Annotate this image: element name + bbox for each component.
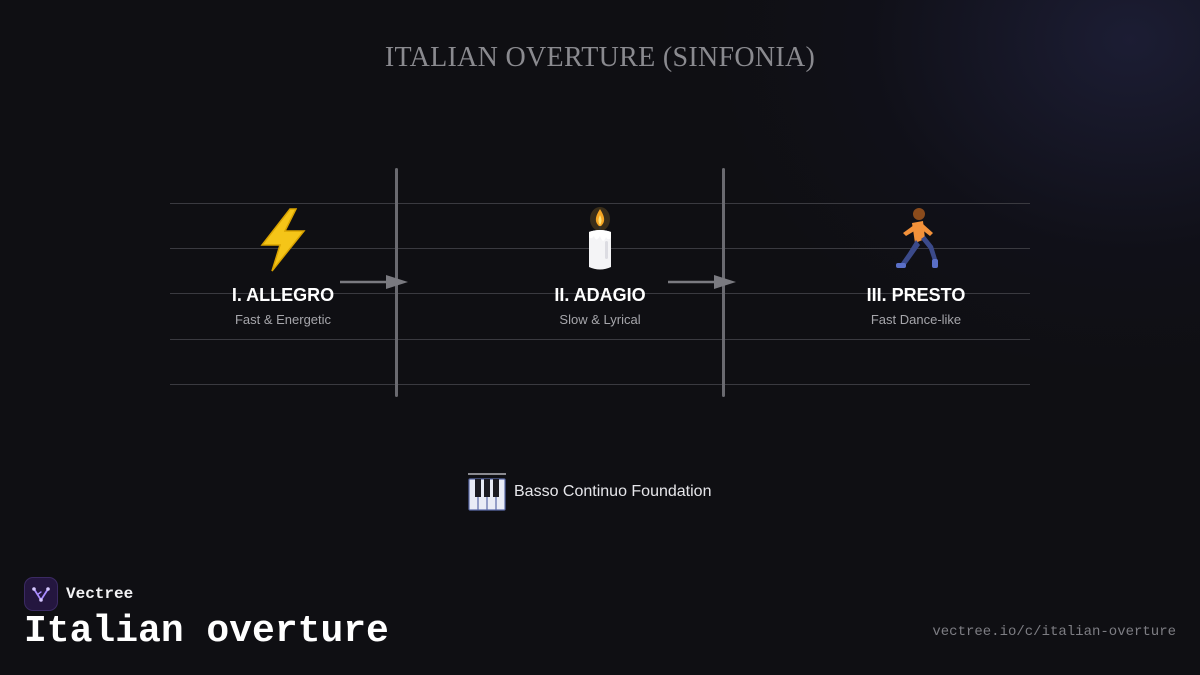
- page-title: Italian overture: [24, 610, 389, 653]
- staff-line: [170, 203, 1030, 204]
- foundation-label: Basso Continuo Foundation: [514, 483, 712, 500]
- movement-name: II. ADAGIO: [554, 285, 646, 305]
- movement-name: III. PRESTO: [866, 285, 966, 305]
- staff-line: [170, 293, 1030, 294]
- movement-description: Fast Dance-like: [870, 312, 962, 327]
- lightning-icon: [173, 205, 393, 275]
- movement-name: I. ALLEGRO: [231, 285, 335, 305]
- movement-allegro: I. ALLEGRO Fast & Energetic: [173, 205, 393, 327]
- movement-adagio: II. ADAGIO Slow & Lyrical: [490, 205, 710, 327]
- movement-description: Slow & Lyrical: [559, 312, 641, 327]
- basso-continuo-foundation: Basso Continuo Foundation: [468, 472, 711, 512]
- runner-icon: [806, 205, 1026, 275]
- vectree-logo-icon: [24, 577, 58, 611]
- arrow-right-icon: [340, 275, 408, 289]
- movement-presto: III. PRESTO Fast Dance-like: [806, 205, 1026, 327]
- staff-line: [170, 339, 1030, 340]
- page-url[interactable]: vectree.io/c/italian-overture: [932, 624, 1176, 640]
- brand: Vectree: [24, 577, 133, 611]
- movement-description: Fast & Energetic: [234, 312, 332, 327]
- candle-icon: [490, 205, 710, 275]
- staff-line: [170, 384, 1030, 385]
- brand-name: Vectree: [66, 585, 134, 603]
- arrow-right-icon: [668, 275, 736, 289]
- diagram-title: ITALIAN OVERTURE (SINFONIA): [384, 42, 816, 73]
- piano-keys-icon: [468, 473, 506, 511]
